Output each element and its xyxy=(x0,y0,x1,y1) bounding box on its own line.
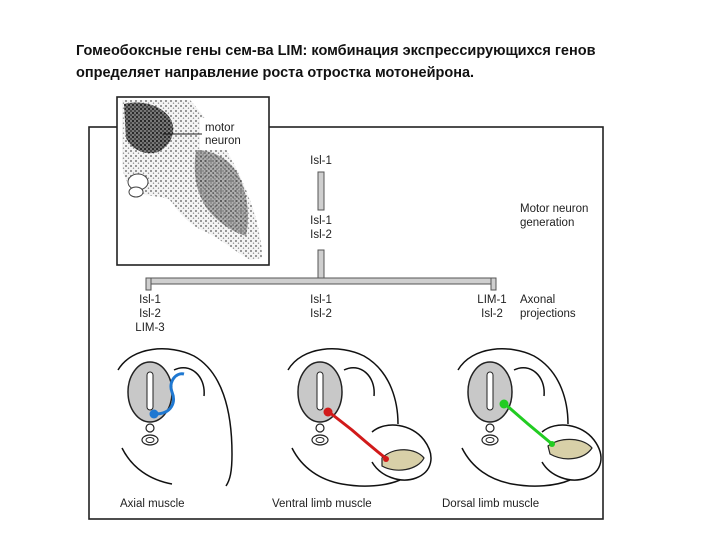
micrograph-label-line-1: motor xyxy=(205,122,235,134)
micrograph-label-line-2: neuron xyxy=(205,135,241,147)
axon-ventral xyxy=(328,410,389,462)
diagram-frame xyxy=(88,126,604,520)
motor-neuron-micrograph: motor neuron xyxy=(116,96,270,266)
branch-3-gene-1: LIM-1 xyxy=(477,294,506,306)
neuron-soma-dorsal xyxy=(499,399,509,409)
stage-middle-gene-1: Isl-1 xyxy=(310,215,332,227)
branch-1-gene-2: Isl-2 xyxy=(139,308,161,320)
neuron-soma-ventral xyxy=(323,407,333,417)
connector-drop-right xyxy=(490,277,497,291)
branch-2-gene-2: Isl-2 xyxy=(310,308,332,320)
embryo-section-ventral xyxy=(287,348,432,487)
branch-1-gene-3: LIM-3 xyxy=(135,322,164,334)
embryo-section-dorsal xyxy=(457,348,602,487)
connector-vertical-1 xyxy=(317,171,325,211)
title-line-2: определяет направление роста отростка мо… xyxy=(76,65,475,81)
axon-axial xyxy=(154,372,185,416)
branch-gene-labels: Isl-1 Isl-2 LIM-3 Isl-1 Isl-2 LIM-1 Isl-… xyxy=(135,294,506,334)
projections-label-line-1: Axonal xyxy=(520,294,555,306)
branch-3-gene-2: Isl-2 xyxy=(481,308,503,320)
stage-middle-gene-2: Isl-2 xyxy=(310,229,332,241)
connector-drop-left xyxy=(145,277,152,291)
slide-title: Гомеобоксные гены сем-ва LIM: комбинация… xyxy=(76,40,676,84)
gene-lineage-tree: Isl-1 Isl-1 Isl-2 Motor neuron generatio… xyxy=(145,155,588,320)
neuron-soma-axial xyxy=(149,409,159,419)
muscle-label-axial: Axial muscle xyxy=(120,498,185,510)
muscle-label-dorsal: Dorsal limb muscle xyxy=(442,498,539,510)
projections-label-line-2: projections xyxy=(520,308,576,320)
axon-dorsal xyxy=(504,402,553,446)
generation-label-line-1: Motor neuron xyxy=(520,203,588,215)
connector-horizontal xyxy=(145,277,497,285)
generation-label-line-2: generation xyxy=(520,217,574,229)
branch-2-gene-1: Isl-1 xyxy=(310,294,332,306)
stage-top-gene: Isl-1 xyxy=(310,155,332,167)
embryo-section-axial xyxy=(117,348,233,487)
title-line-1: Гомеобоксные гены сем-ва LIM: комбинация… xyxy=(76,43,596,59)
muscle-label-ventral: Ventral limb muscle xyxy=(272,498,372,510)
branch-1-gene-1: Isl-1 xyxy=(139,294,161,306)
connector-vertical-2 xyxy=(317,249,325,281)
